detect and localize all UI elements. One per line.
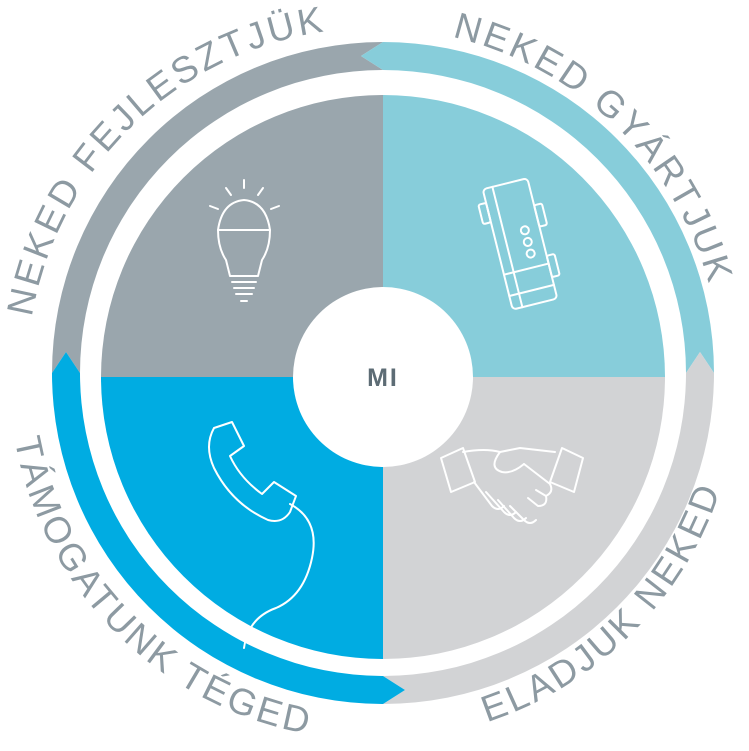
quadrant-support — [101, 377, 383, 659]
arrow-support — [52, 352, 405, 704]
arrow-sell — [383, 352, 714, 704]
quadrant-disc — [101, 95, 665, 659]
arrow-develop — [52, 42, 383, 373]
handshake-icon — [440, 447, 584, 524]
center-circle — [293, 287, 473, 467]
quadrant-develop — [101, 95, 383, 377]
center-label: MI — [367, 364, 399, 392]
din-rail-device-icon — [477, 178, 561, 310]
quadrant-manufacture — [383, 95, 665, 377]
cycle-arrows — [52, 42, 714, 704]
arrow-manufacture — [361, 42, 714, 373]
lightbulb-icon — [209, 179, 280, 302]
quadrant-sell — [383, 377, 665, 659]
telephone-icon — [208, 421, 315, 649]
